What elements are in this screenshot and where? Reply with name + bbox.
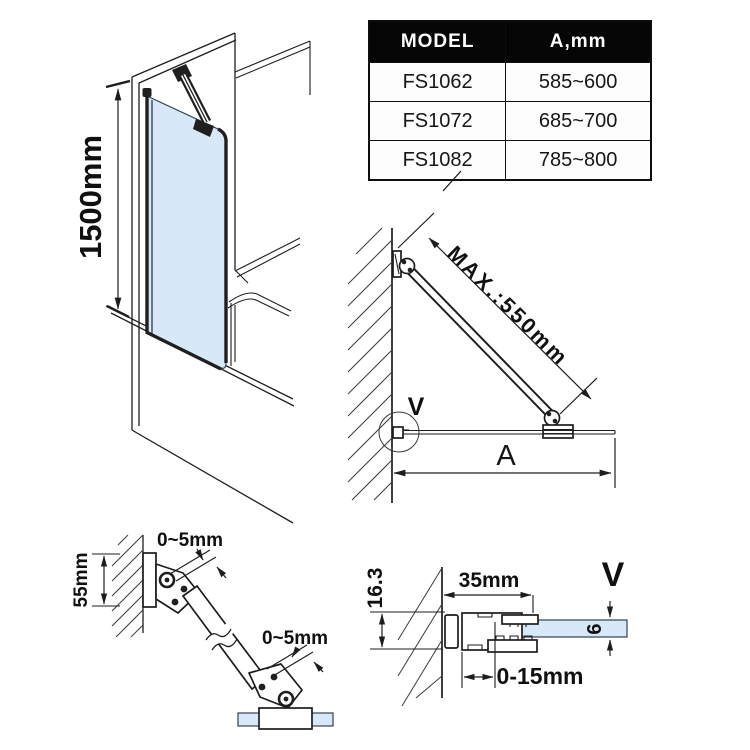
detail-v-label: V bbox=[408, 393, 425, 421]
wall-profile-cap bbox=[142, 88, 152, 97]
support-arm bbox=[172, 64, 214, 137]
lower-hinge bbox=[543, 409, 561, 427]
spec-table: MODEL A,mm FS1062 585~600 FS1072 685~700… bbox=[368, 20, 652, 181]
dimension-35mm: 35mm bbox=[443, 569, 534, 613]
width-a-label: A bbox=[496, 440, 516, 472]
profile-height-label: 16.3 bbox=[364, 568, 387, 609]
profile-cross-section bbox=[444, 612, 539, 688]
model-cell: FS1082 bbox=[368, 140, 507, 181]
lower-gap-label: 0~5mm bbox=[262, 628, 328, 649]
width-column-header: A,mm bbox=[505, 20, 652, 63]
dimension-0-15mm: 0-15mm bbox=[461, 652, 584, 689]
table-leader-line bbox=[442, 170, 462, 192]
wall bbox=[131, 32, 311, 430]
upper-hinge bbox=[398, 257, 416, 275]
glass-clamp bbox=[258, 707, 313, 730]
wall-profile-detail-v: 16.3 35mm 6 0-15mm V bbox=[364, 556, 628, 707]
lower-gap-annotation: 0~5mm bbox=[262, 628, 328, 677]
dimension-1500mm: 1500mm bbox=[73, 79, 131, 319]
wall-plate-height-label: 55mm bbox=[71, 553, 92, 608]
bottom-seal bbox=[145, 330, 222, 371]
glass-panel bbox=[142, 88, 228, 371]
lower-bracket bbox=[248, 663, 303, 709]
wall-top-view bbox=[347, 227, 393, 503]
width-cell: 685~700 bbox=[505, 101, 652, 141]
dimension-max-550: MAX.:550mm bbox=[397, 212, 598, 415]
lower-rail bbox=[487, 639, 538, 653]
glass-clamp-top-view bbox=[542, 424, 574, 439]
upper-claw bbox=[501, 614, 539, 625]
width-cell: 785~800 bbox=[505, 140, 652, 181]
table-row: FS1082 785~800 bbox=[368, 140, 652, 181]
wall-profile-top-view bbox=[392, 426, 404, 439]
model-cell: FS1072 bbox=[368, 101, 507, 141]
dimension-55mm: 55mm bbox=[71, 553, 120, 608]
dimension-16-3: 16.3 bbox=[364, 568, 445, 650]
profile-width-label: 35mm bbox=[459, 569, 520, 592]
bath-elevation-view: 1500mm bbox=[73, 32, 311, 524]
glass-top-view bbox=[392, 426, 616, 439]
height-dimension-label: 1500mm bbox=[73, 135, 108, 259]
table-row: FS1072 685~700 bbox=[368, 101, 652, 141]
arm-glass-clamp bbox=[193, 119, 214, 137]
adjust-range-label: 0-15mm bbox=[497, 663, 584, 689]
model-column-header: MODEL bbox=[368, 20, 507, 63]
installation-top-view: V MAX.:550mm A bbox=[347, 170, 616, 503]
upper-gap-label: 0~5mm bbox=[157, 530, 223, 551]
model-cell: FS1062 bbox=[368, 62, 507, 102]
dimension-glass-6: 6 bbox=[584, 601, 614, 656]
glass-thickness-label: 6 bbox=[584, 623, 606, 634]
upper-gap-annotation: 0~5mm bbox=[157, 530, 227, 582]
max-reach-label: MAX.:550mm bbox=[443, 241, 574, 370]
arm-bracket-detail: 55mm 0~5mm 0~5mm bbox=[71, 530, 334, 730]
detail-v-marker: V bbox=[378, 393, 425, 453]
detail-v-title: V bbox=[602, 556, 625, 594]
dimension-a: A bbox=[393, 438, 616, 488]
width-cell: 585~600 bbox=[505, 62, 652, 102]
table-row: FS1062 585~600 bbox=[368, 62, 652, 102]
wall-plate bbox=[142, 552, 157, 608]
wall-section bbox=[111, 534, 144, 638]
spec-table-header-row: MODEL A,mm bbox=[368, 20, 652, 63]
arm-assembly bbox=[142, 552, 313, 730]
wall-section bbox=[397, 567, 443, 707]
